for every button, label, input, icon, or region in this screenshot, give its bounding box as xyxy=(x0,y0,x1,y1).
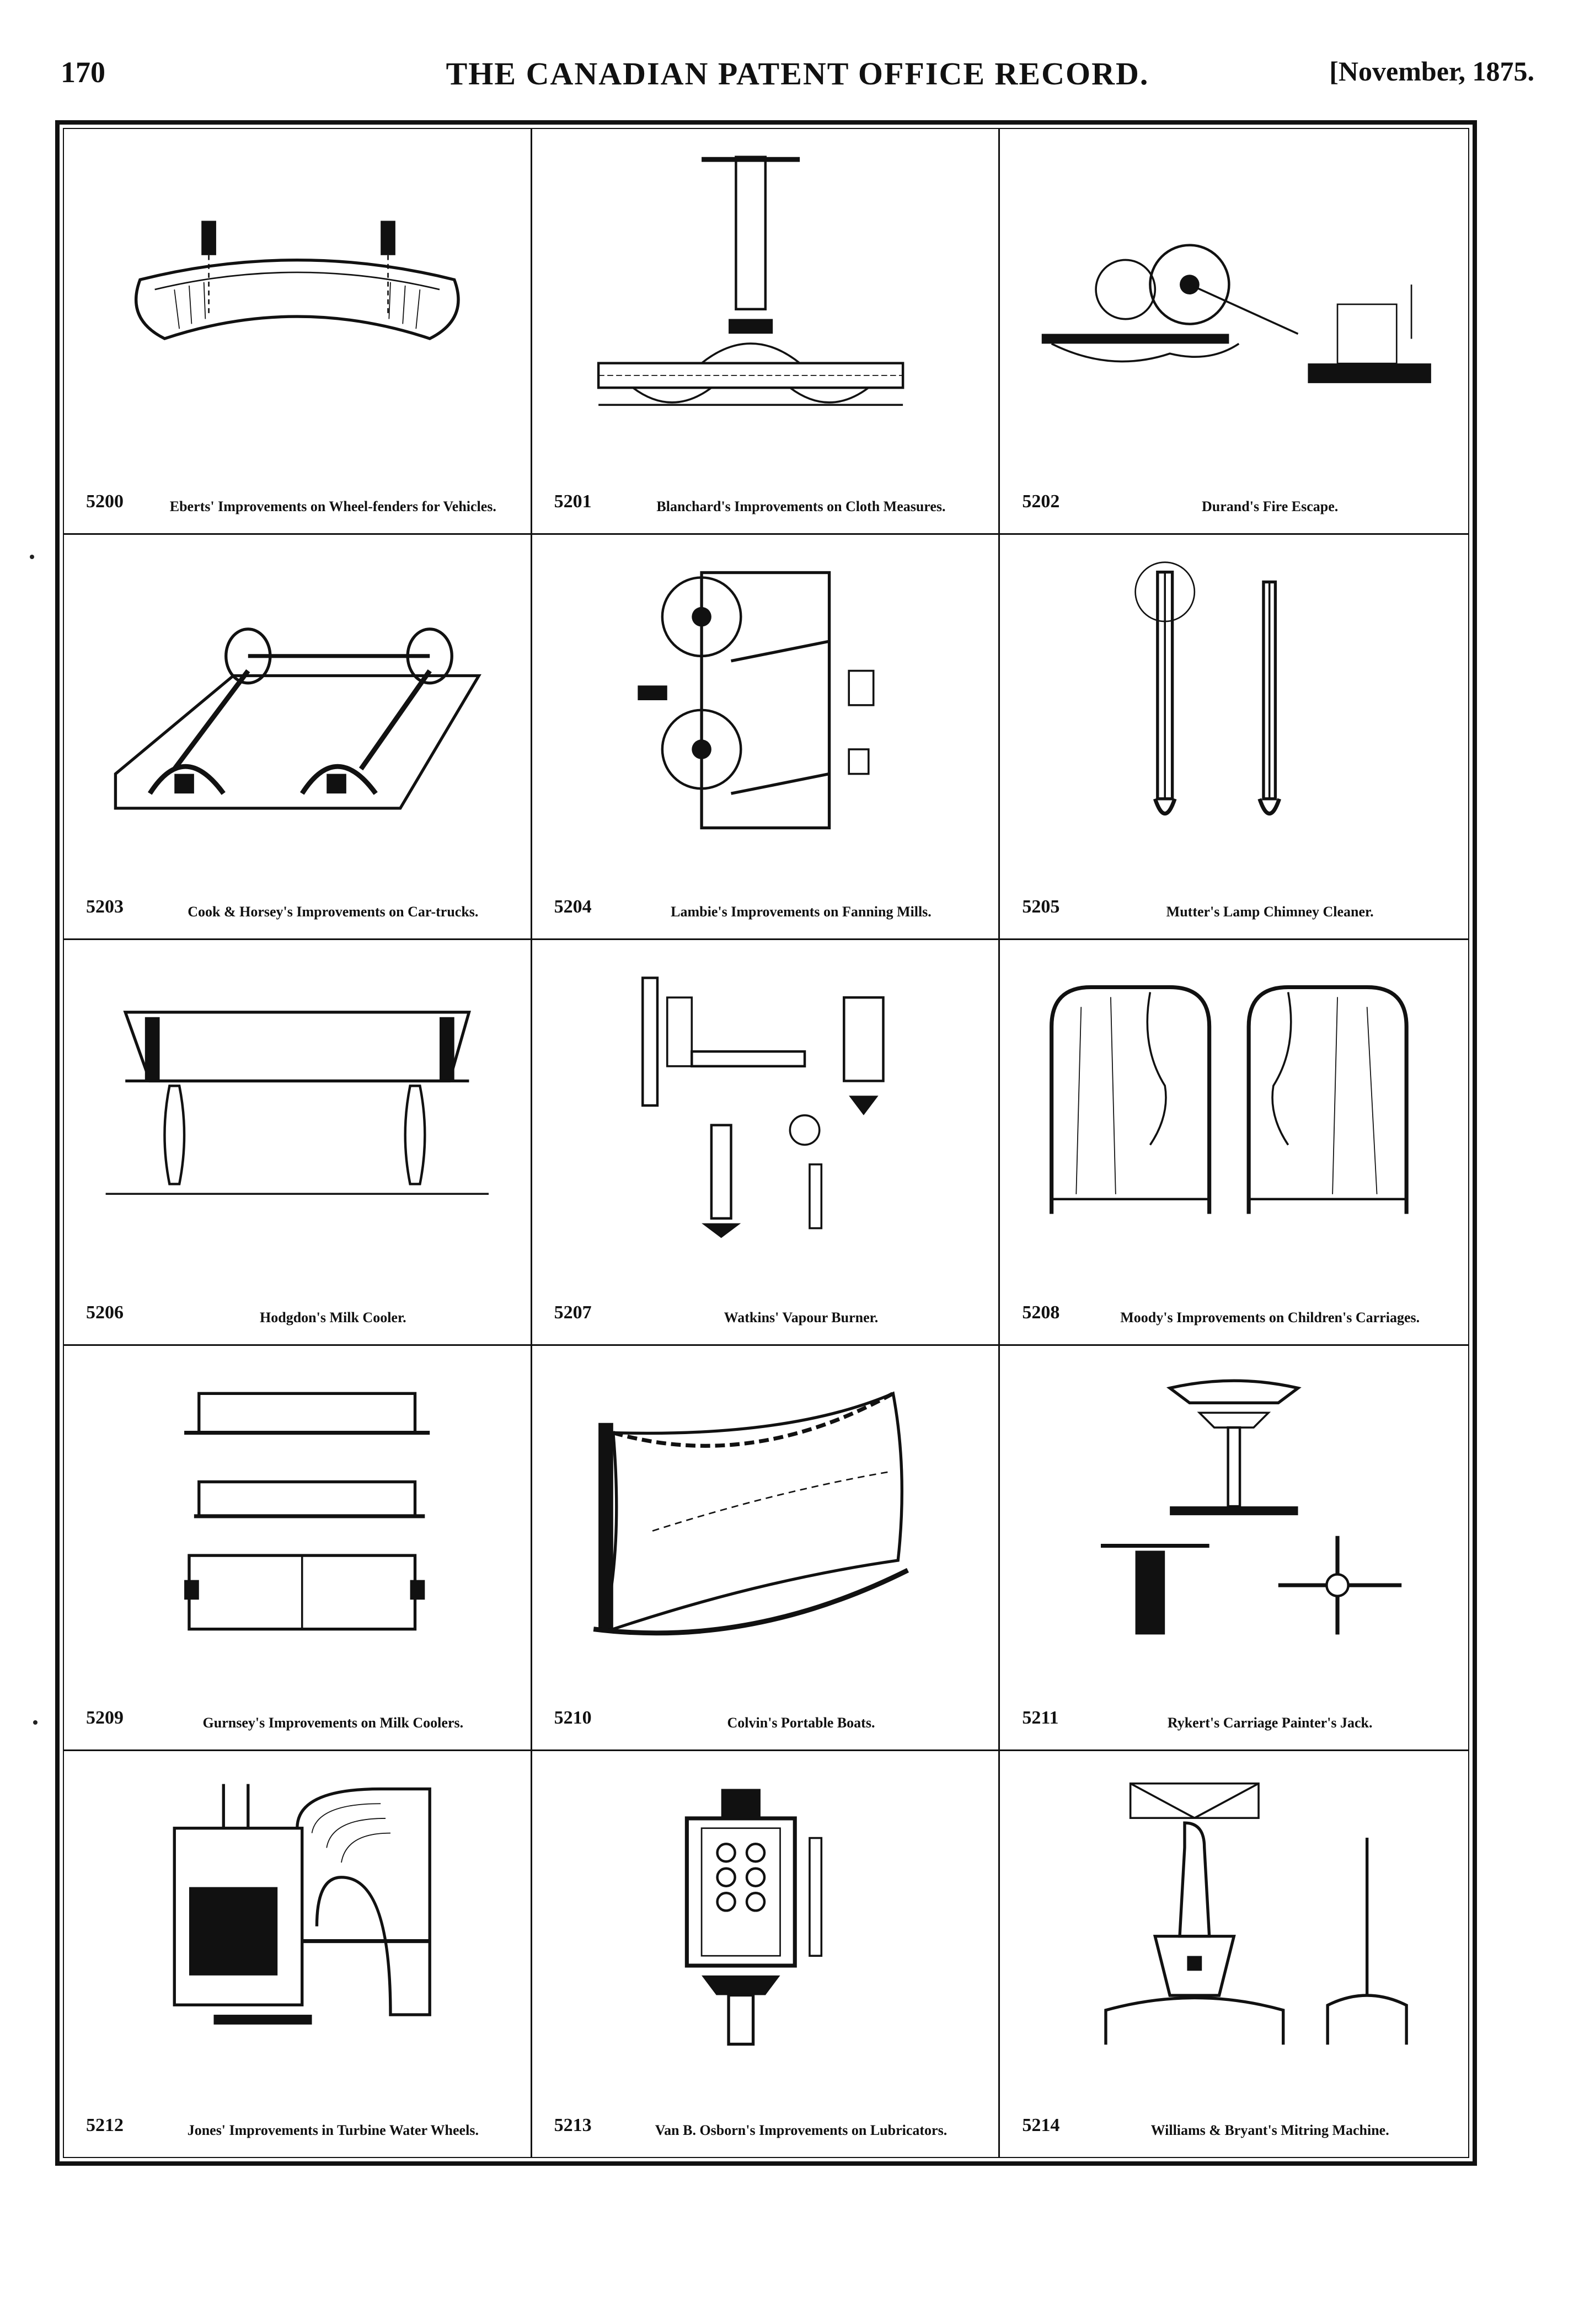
patent-cell-5204: 5204 Lambie's Improvements on Fanning Mi… xyxy=(532,534,1000,941)
patent-caption: 5214 Williams & Bryant's Mitring Machine… xyxy=(1022,2092,1452,2147)
patent-cell-5210: 5210 Colvin's Portable Boats. xyxy=(532,1345,1000,1752)
patent-number: 5213 xyxy=(554,2114,592,2135)
patent-title: Lambie's Improvements on Fanning Mills. xyxy=(671,904,932,920)
milk-cooler-figure xyxy=(105,1011,489,1195)
patent-caption: 5208 Moody's Improvements on Children's … xyxy=(1022,1279,1452,1334)
patent-number: 5212 xyxy=(86,2114,124,2135)
patent-number: 5203 xyxy=(86,897,124,917)
patent-caption: 5202 Durand's Fire Escape. xyxy=(1022,468,1452,523)
chimney-cleaner-figure xyxy=(1134,561,1282,815)
car-truck-figure xyxy=(114,627,481,810)
patent-title: Mutter's Lamp Chimney Cleaner. xyxy=(1166,904,1374,920)
patent-number: 5208 xyxy=(1022,1302,1060,1323)
patent-cell-5213: 5213 Van B. Osborn's Improvements on Lub… xyxy=(532,1751,1000,2157)
stray-mark xyxy=(33,1720,38,1725)
patent-caption: 5206 Hodgdon's Milk Cooler. xyxy=(86,1279,514,1334)
patent-title: Gurnsey's Improvements on Milk Coolers. xyxy=(202,1715,464,1731)
patent-caption: 5207 Watkins' Vapour Burner. xyxy=(554,1279,982,1334)
patent-number: 5214 xyxy=(1022,2114,1060,2135)
cloth-measure-figure xyxy=(597,155,904,406)
patent-caption: 5205 Mutter's Lamp Chimney Cleaner. xyxy=(1022,873,1452,928)
patent-number: 5201 xyxy=(554,491,592,512)
issue-date: [November, 1875. xyxy=(1329,56,1534,87)
patent-caption: 5201 Blanchard's Improvements on Cloth M… xyxy=(554,468,982,523)
patent-title: Jones' Improvements in Turbine Water Whe… xyxy=(187,2122,479,2138)
patent-title: Cook & Horsey's Improvements on Car-truc… xyxy=(188,904,479,920)
fire-escape-figure xyxy=(1042,244,1432,383)
patent-caption: 5200 Eberts' Improvements on Wheel-fende… xyxy=(86,468,514,523)
figure-frame: 5200 Eberts' Improvements on Wheel-fende… xyxy=(55,120,1477,2166)
patent-title: Eberts' Improvements on Wheel-fenders fo… xyxy=(169,498,496,514)
patent-number: 5205 xyxy=(1022,897,1060,917)
turbine-figure xyxy=(173,1784,431,2025)
patent-title: Blanchard's Improvements on Cloth Measur… xyxy=(656,498,946,514)
patent-number: 5202 xyxy=(1022,491,1060,512)
patent-cell-5206: 5206 Hodgdon's Milk Cooler. xyxy=(64,940,532,1346)
patent-caption: 5213 Van B. Osborn's Improvements on Lub… xyxy=(554,2092,982,2147)
page-header: 170 THE CANADIAN PATENT OFFICE RECORD. [… xyxy=(61,55,1534,99)
patent-title: Rykert's Carriage Painter's Jack. xyxy=(1167,1715,1373,1731)
milk-coolers-figure xyxy=(184,1392,430,1631)
patent-caption: 5204 Lambie's Improvements on Fanning Mi… xyxy=(554,873,982,928)
patent-cell-5201: 5201 Blanchard's Improvements on Cloth M… xyxy=(532,129,1000,535)
patent-title: Durand's Fire Escape. xyxy=(1202,498,1339,514)
patent-cell-5211: 5211 Rykert's Carriage Painter's Jack. xyxy=(1000,1346,1468,1752)
patent-title: Moody's Improvements on Children's Carri… xyxy=(1120,1309,1420,1325)
patent-cell-5209: 5209 Gurnsey's Improvements on Milk Cool… xyxy=(64,1345,532,1752)
wheel-fender-figure xyxy=(135,221,460,341)
patent-cell-5214: 5214 Williams & Bryant's Mitring Machine… xyxy=(1000,1751,1468,2157)
page-number: 170 xyxy=(61,56,105,89)
patent-cell-5207: 5207 Watkins' Vapour Burner. xyxy=(532,940,1000,1346)
patent-cell-5205: 5205 Mutter's Lamp Chimney Cleaner. xyxy=(1000,535,1468,941)
mitring-machine-figure xyxy=(1104,1783,1409,2045)
stray-mark xyxy=(30,555,34,559)
patent-number: 5207 xyxy=(554,1302,592,1323)
patent-number: 5210 xyxy=(554,1708,592,1729)
vapour-burner-figure xyxy=(641,976,885,1238)
patent-title: Van B. Osborn's Improvements on Lubricat… xyxy=(655,2122,948,2138)
patent-number: 5211 xyxy=(1022,1708,1059,1729)
patent-caption: 5212 Jones' Improvements in Turbine Wate… xyxy=(86,2092,514,2147)
lubricator-figure xyxy=(684,1789,822,2046)
patent-title: Hodgdon's Milk Cooler. xyxy=(260,1309,406,1325)
childrens-carriage-figure xyxy=(1050,985,1409,1214)
patent-caption: 5211 Rykert's Carriage Painter's Jack. xyxy=(1022,1684,1452,1740)
page-title: THE CANADIAN PATENT OFFICE RECORD. xyxy=(446,56,1149,92)
patent-cell-5200: 5200 Eberts' Improvements on Wheel-fende… xyxy=(64,129,532,535)
patent-number: 5200 xyxy=(86,491,124,512)
painters-jack-figure xyxy=(1101,1379,1402,1635)
patent-number: 5204 xyxy=(554,897,592,917)
portable-boat-figure xyxy=(593,1391,909,1636)
patent-title: Colvin's Portable Boats. xyxy=(727,1715,875,1731)
patent-cell-5202: 5202 Durand's Fire Escape. xyxy=(1000,129,1468,535)
patent-cell-5208: 5208 Moody's Improvements on Children's … xyxy=(1000,940,1468,1346)
patent-cell-5212: 5212 Jones' Improvements in Turbine Wate… xyxy=(64,1751,532,2157)
patent-cell-5203: 5203 Cook & Horsey's Improvements on Car… xyxy=(64,534,532,941)
patent-grid: 5200 Eberts' Improvements on Wheel-fende… xyxy=(64,129,1468,2157)
patent-caption: 5203 Cook & Horsey's Improvements on Car… xyxy=(86,873,514,928)
patent-caption: 5210 Colvin's Portable Boats. xyxy=(554,1684,982,1740)
patent-title: Williams & Bryant's Mitring Machine. xyxy=(1150,2122,1389,2138)
patent-title: Watkins' Vapour Burner. xyxy=(724,1309,879,1325)
patent-number: 5209 xyxy=(86,1708,124,1729)
patent-number: 5206 xyxy=(86,1302,124,1323)
fanning-mill-figure xyxy=(638,571,875,829)
patent-caption: 5209 Gurnsey's Improvements on Milk Cool… xyxy=(86,1684,514,1740)
